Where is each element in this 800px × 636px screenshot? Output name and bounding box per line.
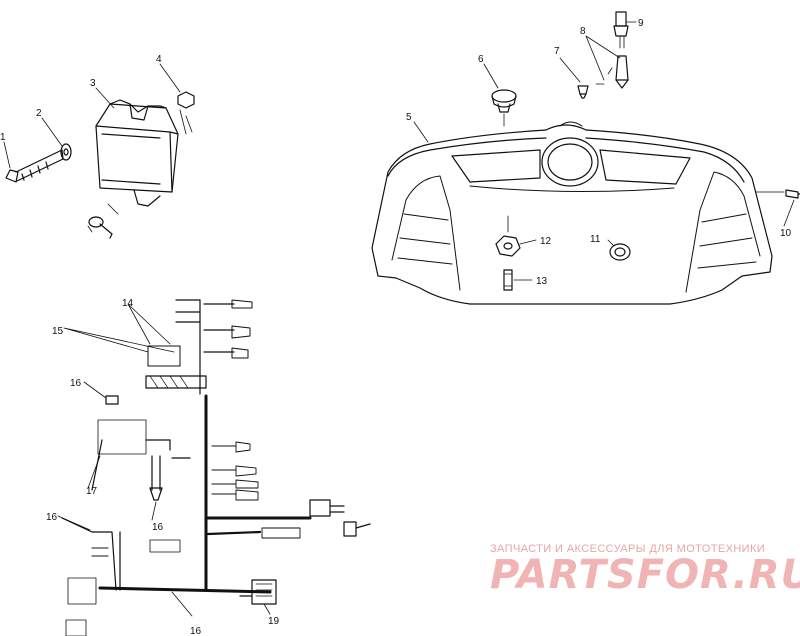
callout-9: 9 — [638, 18, 644, 29]
dash-panel-part-5 — [371, 121, 773, 305]
callout-12: 12 — [540, 236, 552, 247]
wiring-harness — [61, 299, 371, 636]
callout-16-upper: 16 — [70, 378, 82, 389]
switch-part-6 — [491, 89, 517, 127]
grommet-part-11 — [609, 243, 631, 261]
callout-14: 14 — [122, 298, 134, 309]
bulb-part-7 — [577, 85, 589, 99]
callout-16-bottom: 16 — [190, 626, 202, 636]
nut-part-4 — [177, 91, 195, 135]
watermark-tagline: ЗАПЧАСТИ И АКСЕССУАРЫ ДЛЯ МОТОТЕХНИКИ — [490, 543, 766, 555]
callout-15: 15 — [52, 326, 64, 337]
watermark-brand: PARTSFOR.RU — [490, 552, 800, 598]
callout-10: 10 — [780, 228, 792, 239]
callout-3: 3 — [90, 78, 96, 89]
screw-part-10 — [755, 189, 800, 199]
callout-5: 5 — [406, 112, 412, 123]
callout-7: 7 — [554, 46, 560, 57]
ring-terminal — [87, 203, 119, 239]
fuse-part-13 — [503, 269, 513, 291]
leader-lines — [3, 21, 795, 617]
socket-part-8 — [595, 55, 629, 89]
callout-13: 13 — [536, 276, 548, 287]
callout-1: 1 — [0, 132, 6, 143]
control-box-part-3 — [95, 99, 179, 207]
callout-17: 17 — [86, 486, 98, 497]
callout-4: 4 — [156, 54, 162, 65]
bolt-part-1 — [5, 149, 64, 183]
callout-2: 2 — [36, 108, 42, 119]
callout-16-left: 16 — [46, 512, 58, 523]
callout-16-middle: 16 — [152, 522, 164, 533]
callout-8: 8 — [580, 26, 586, 37]
washer-part-2 — [60, 143, 72, 161]
connector-part-9 — [613, 11, 629, 49]
callout-11: 11 — [590, 234, 601, 245]
nut-part-12 — [495, 215, 521, 257]
callout-6: 6 — [478, 54, 484, 65]
callout-19: 19 — [268, 616, 280, 627]
